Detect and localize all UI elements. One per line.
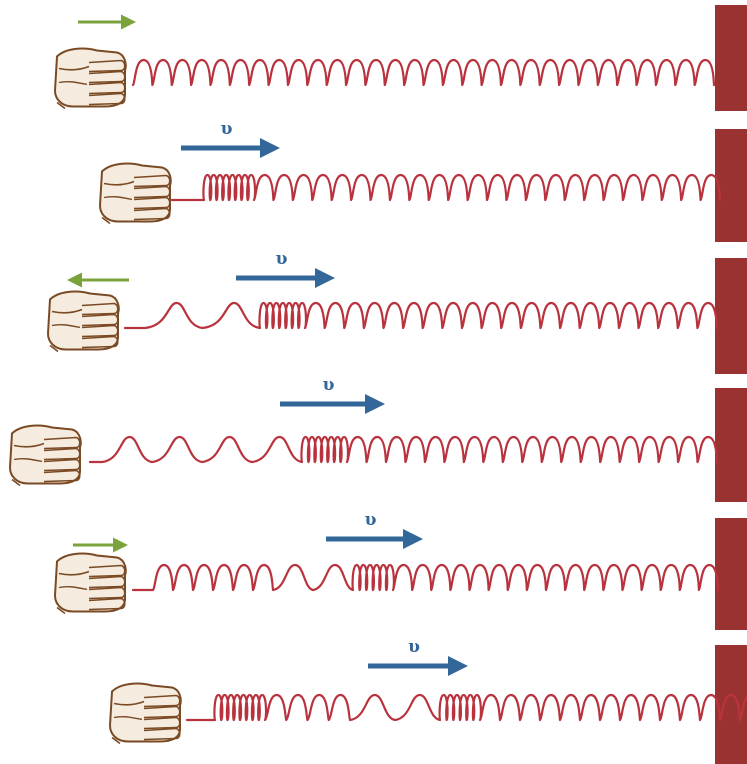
wall [715, 645, 747, 764]
spring-coil [185, 693, 747, 722]
hand-icon [46, 290, 120, 353]
palm-line [58, 80, 88, 86]
palm-line [103, 195, 133, 201]
velocity-label: υ [323, 375, 335, 395]
finger-line [88, 575, 126, 589]
wall [715, 129, 747, 242]
wall [715, 5, 747, 111]
spring-coil [170, 173, 722, 202]
finger-line [81, 335, 119, 349]
hand-outline [8, 424, 82, 485]
wall [715, 258, 747, 374]
spring-coil [131, 58, 716, 87]
wrist-line [11, 478, 21, 487]
hand-icon [8, 424, 82, 487]
velocity-label: υ [276, 249, 288, 269]
finger-line [81, 302, 119, 316]
wrist-line [101, 216, 111, 225]
hand-outline [46, 290, 120, 351]
finger-line [143, 727, 181, 741]
finger-line [88, 59, 126, 73]
thumb-line [13, 442, 45, 448]
hand-outline [98, 162, 172, 223]
hand-outline [53, 47, 127, 108]
hand-icon [53, 552, 127, 615]
thumb-line [103, 180, 135, 186]
finger-line [81, 313, 119, 327]
finger-line [88, 597, 126, 611]
finger-line [88, 586, 126, 600]
palm-line [13, 457, 43, 463]
palm-line [51, 323, 81, 329]
wall [715, 388, 747, 502]
hand-outline [108, 682, 182, 743]
finger-line [43, 458, 81, 472]
thumb-line [58, 65, 90, 71]
finger-line [133, 185, 171, 199]
finger-line [143, 694, 181, 708]
palm-line [58, 585, 88, 591]
wrist-line [56, 101, 66, 110]
finger-line [88, 92, 126, 106]
thumb-line [58, 570, 90, 576]
finger-line [43, 436, 81, 450]
hand-outline [53, 552, 127, 613]
velocity-label: υ [365, 510, 377, 530]
wrist-line [49, 344, 59, 353]
finger-line [143, 705, 181, 719]
thumb-line [51, 308, 83, 314]
finger-line [43, 469, 81, 483]
spring-coil [123, 301, 719, 330]
finger-line [88, 70, 126, 84]
velocity-label: υ [221, 119, 233, 139]
palm-line [113, 715, 143, 721]
hand-icon [98, 162, 172, 225]
finger-line [133, 207, 171, 221]
hand-icon [53, 47, 127, 110]
spring-coil [88, 435, 719, 464]
hand-icon [108, 682, 182, 745]
wrist-line [111, 736, 121, 745]
finger-line [133, 196, 171, 210]
wrist-line [56, 606, 66, 615]
finger-line [81, 324, 119, 338]
finger-line [88, 564, 126, 578]
velocity-label: υ [408, 637, 420, 657]
finger-line [143, 716, 181, 730]
finger-line [43, 447, 81, 461]
thumb-line [113, 700, 145, 706]
finger-line [88, 81, 126, 95]
wall [715, 518, 747, 630]
spring-coil [131, 563, 720, 592]
finger-line [133, 174, 171, 188]
